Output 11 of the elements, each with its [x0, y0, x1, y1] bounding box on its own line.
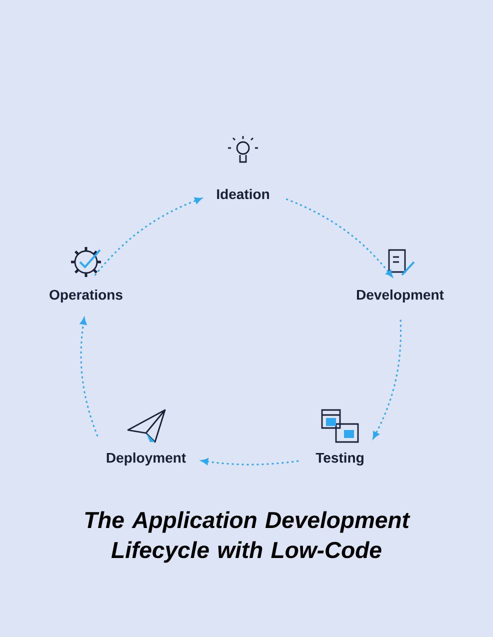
stage-label: Testing: [316, 452, 364, 466]
stage-label: Ideation: [217, 188, 269, 200]
stage-label: Development: [357, 289, 444, 303]
stage-label: Deployment: [106, 452, 186, 466]
stage-label: Operations: [50, 289, 122, 303]
dotted-arrow: [80, 317, 98, 437]
title: The Application Development Lifecycle with Low-Code: [85, 511, 410, 563]
dotted-arrow: [201, 458, 299, 466]
dotted-arrow: [372, 320, 402, 439]
dotted-arrow: [286, 198, 393, 278]
dotted-arrow: [94, 197, 202, 276]
